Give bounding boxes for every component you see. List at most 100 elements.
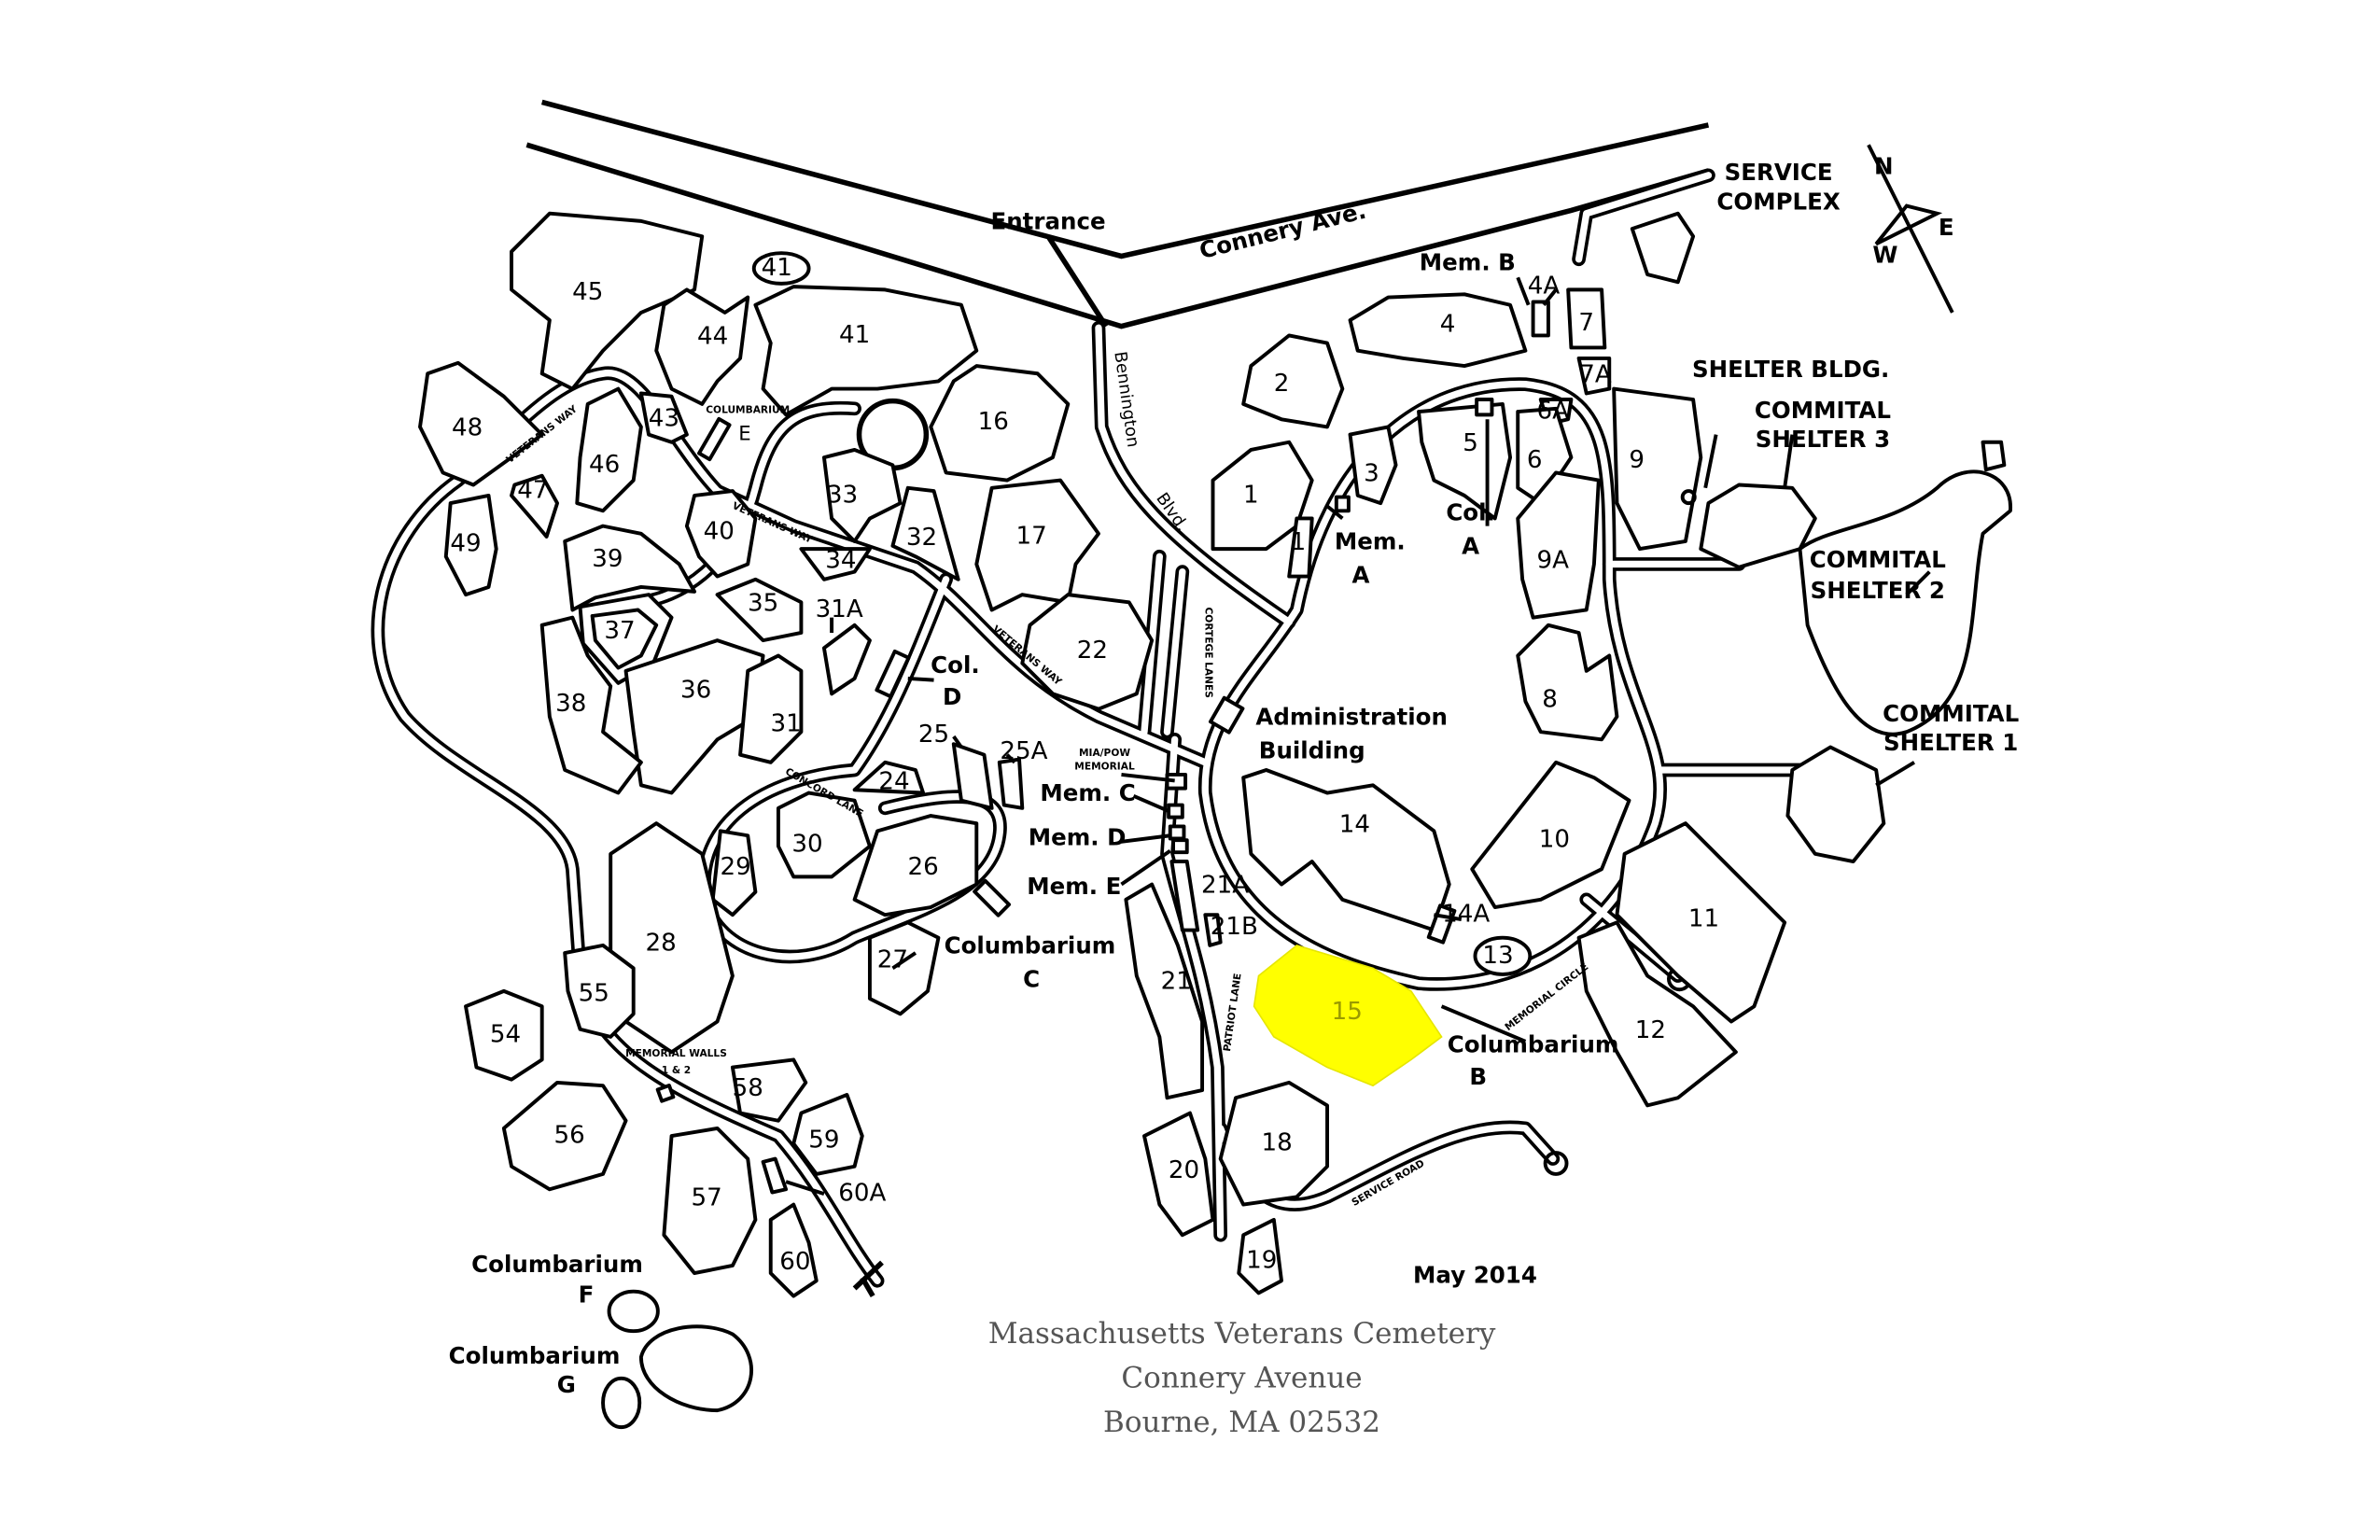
section-label: 26 xyxy=(907,853,938,881)
section-label: 39 xyxy=(592,545,623,573)
section-label: 21A xyxy=(1201,872,1249,900)
col-a-label: Col. xyxy=(1446,499,1495,526)
section-label: 20 xyxy=(1169,1156,1199,1184)
section-label: 27 xyxy=(877,946,908,974)
section-label: 33 xyxy=(827,481,858,509)
compass-n: N xyxy=(1874,153,1894,180)
section-label: 56 xyxy=(553,1122,584,1150)
section-label: 21B xyxy=(1211,913,1258,941)
section-label: 59 xyxy=(808,1126,839,1154)
section-label: 6A xyxy=(1537,398,1570,426)
section-label: 48 xyxy=(452,414,483,442)
section-label: 46 xyxy=(589,451,620,479)
compass-w: W xyxy=(1872,241,1897,268)
section-label: 3 xyxy=(1364,460,1379,488)
section-label: 1 xyxy=(1243,481,1259,509)
commital-shelter-2-label: COMMITAL xyxy=(1810,546,1946,573)
service-complex-label: SERVICE xyxy=(1725,159,1833,186)
commital-shelter-1-label: COMMITAL xyxy=(1883,700,2019,727)
section-label: 7A xyxy=(1579,360,1612,388)
columbarium-f-label: Columbarium xyxy=(471,1251,643,1278)
mem-d-label: Mem. D xyxy=(1029,824,1127,851)
section-label: 17 xyxy=(1015,523,1046,551)
col-a-label: A xyxy=(1462,532,1479,559)
administration-building-label: Administration xyxy=(1255,703,1448,730)
section-label: 44 xyxy=(697,323,728,351)
section-label: 36 xyxy=(680,677,711,705)
section-labels: 45 41 44 41 48 43 46 47 49 16 33 32 34 4… xyxy=(450,254,1719,1276)
connery-ave-label: Connery Ave. xyxy=(1197,197,1368,264)
section-label: 6 xyxy=(1527,446,1543,474)
leader-lines xyxy=(785,276,1931,1197)
memorial-walls-label: 1 & 2 xyxy=(662,1064,691,1076)
mem-b-label: Mem. B xyxy=(1420,249,1516,276)
section-label: 9A xyxy=(1537,547,1570,575)
section-label: 47 xyxy=(517,477,548,505)
columbarium-b-label: Columbarium xyxy=(1448,1031,1619,1058)
section-label: 7 xyxy=(1578,309,1594,337)
mem-c-label: Mem. C xyxy=(1040,779,1135,806)
columbarium-f-label: F xyxy=(579,1281,595,1309)
columbarium-b-label: B xyxy=(1469,1063,1487,1090)
mem-a-label: Mem. xyxy=(1335,528,1406,555)
section-label: 32 xyxy=(906,524,937,552)
section-label: 45 xyxy=(572,278,603,306)
section-label: 29 xyxy=(721,853,751,881)
section-label: 58 xyxy=(733,1074,763,1102)
cortege-lanes-label: CORTEGE LANES xyxy=(1203,608,1215,698)
section-label-highlighted: 15 xyxy=(1332,998,1363,1026)
columbarium-g-label: G xyxy=(557,1371,576,1398)
section-label: 4 xyxy=(1440,310,1456,338)
col-d-label: Col. xyxy=(931,651,980,679)
columbarium-c-label: Columbarium xyxy=(945,932,1116,959)
compass-e: E xyxy=(1939,214,1954,241)
section-label: 14 xyxy=(1339,810,1370,838)
patriot-lane-label: PATRIOT LANE xyxy=(1221,973,1244,1053)
section-label: 49 xyxy=(450,530,481,558)
section-label: 35 xyxy=(748,589,778,617)
section-label: 41 xyxy=(839,321,870,349)
section-label: 37 xyxy=(604,617,635,645)
commital-shelter-3-label: SHELTER 3 xyxy=(1756,426,1890,453)
section-label: 55 xyxy=(579,980,609,1008)
bennington-label: Bennington xyxy=(1110,350,1142,448)
section-label: 14A xyxy=(1442,901,1490,929)
columbarium-c-label: C xyxy=(1023,965,1040,992)
mia-pow-memorial-label: MIA/POW xyxy=(1079,747,1130,759)
section-label: 60 xyxy=(779,1248,810,1276)
section-label: 28 xyxy=(645,930,676,958)
section-label: 21 xyxy=(1161,968,1192,996)
map-date: May 2014 xyxy=(1413,1261,1537,1288)
mia-pow-memorial-label: MEMORIAL xyxy=(1074,761,1135,773)
compass-rose: N W E xyxy=(1867,144,1954,314)
memorial-walls-label: MEMORIAL WALLS xyxy=(625,1047,727,1059)
section-label: 31 xyxy=(770,709,801,737)
section-label: 34 xyxy=(825,547,856,575)
landmark-labels: Entrance SERVICE COMPLEX Mem. B SHELTER … xyxy=(449,159,2020,1398)
section-label: 19 xyxy=(1246,1247,1277,1275)
section-label: 54 xyxy=(490,1021,521,1049)
section-label: 4A xyxy=(1528,273,1561,301)
section-label: 25A xyxy=(1000,737,1047,765)
title-line-street: Connery Avenue xyxy=(1121,1362,1362,1395)
service-complex-label: COMPLEX xyxy=(1716,188,1840,215)
shelter-bldg-label: SHELTER BLDG. xyxy=(1692,356,1889,383)
section-label: 12 xyxy=(1635,1016,1666,1044)
title-line-cemetery: Massachusetts Veterans Cemetery xyxy=(988,1317,1496,1351)
section-label: 5 xyxy=(1463,429,1478,457)
col-d-label: D xyxy=(943,683,961,710)
section-label: 10 xyxy=(1539,826,1570,854)
section-label: 40 xyxy=(704,518,735,546)
section-label: 43 xyxy=(649,405,679,433)
columbarium-e-label: E xyxy=(738,423,750,446)
title-line-city: Bourne, MA 02532 xyxy=(1103,1406,1380,1439)
section-label: 9 xyxy=(1629,446,1645,474)
commital-shelter-3-label: COMMITAL xyxy=(1755,397,1891,424)
columbarium-g-label: Columbarium xyxy=(449,1342,621,1369)
section-label: 25 xyxy=(918,721,949,749)
section-label: 22 xyxy=(1077,637,1108,665)
section-label: 24 xyxy=(878,768,909,796)
administration-building-label: Building xyxy=(1259,736,1365,763)
section-label: 18 xyxy=(1261,1129,1292,1157)
